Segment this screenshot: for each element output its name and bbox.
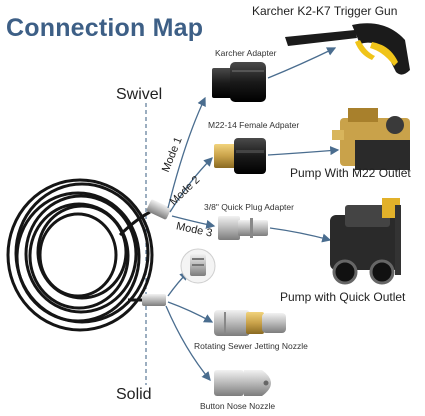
pressure-washer-icon — [330, 198, 401, 285]
solid-fitting — [142, 294, 166, 306]
label-swivel: Swivel — [116, 86, 163, 103]
arrow-to-pump-quick — [269, 227, 332, 243]
label-m22-adapter: M22-14 Female Adpater — [208, 120, 300, 130]
label-button-nozzle: Button Nose Nozzle — [200, 401, 276, 411]
label-pump-m22: Pump With M22 Outlet — [290, 166, 411, 180]
label-quick-plug: 3/8" Quick Plug Adapter — [204, 202, 294, 212]
arrow-mode1 — [167, 96, 206, 209]
arrow-mode2 — [169, 157, 213, 213]
label-sewer-nozzle: Rotating Sewer Jetting Nozzle — [194, 341, 308, 351]
trigger-gun-icon — [285, 23, 410, 75]
swivel-fitting — [146, 199, 171, 220]
label-pump-quick: Pump with Quick Outlet — [280, 290, 406, 304]
spare-fitting-icon — [180, 248, 216, 284]
quick-plug-icon — [218, 216, 268, 240]
button-nozzle-icon — [214, 370, 271, 396]
arrow-to-sewer-nozzle — [167, 301, 214, 323]
arrow-to-gun — [267, 47, 337, 79]
label-karcher-adapter: Karcher Adapter — [215, 48, 277, 58]
label-trigger-gun: Karcher K2-K7 Trigger Gun — [252, 4, 398, 18]
arrow-mode3 — [171, 215, 216, 229]
label-solid: Solid — [116, 386, 152, 403]
page-title: Connection Map — [6, 14, 204, 42]
arrow-to-pump-m22 — [267, 146, 340, 156]
m22-adapter-icon — [214, 138, 266, 174]
karcher-adapter-icon — [212, 62, 266, 102]
hose-coil — [6, 178, 154, 332]
arrow-to-button-nozzle — [165, 305, 211, 381]
pump-m22-icon — [332, 108, 410, 170]
sewer-nozzle-icon — [214, 310, 286, 336]
